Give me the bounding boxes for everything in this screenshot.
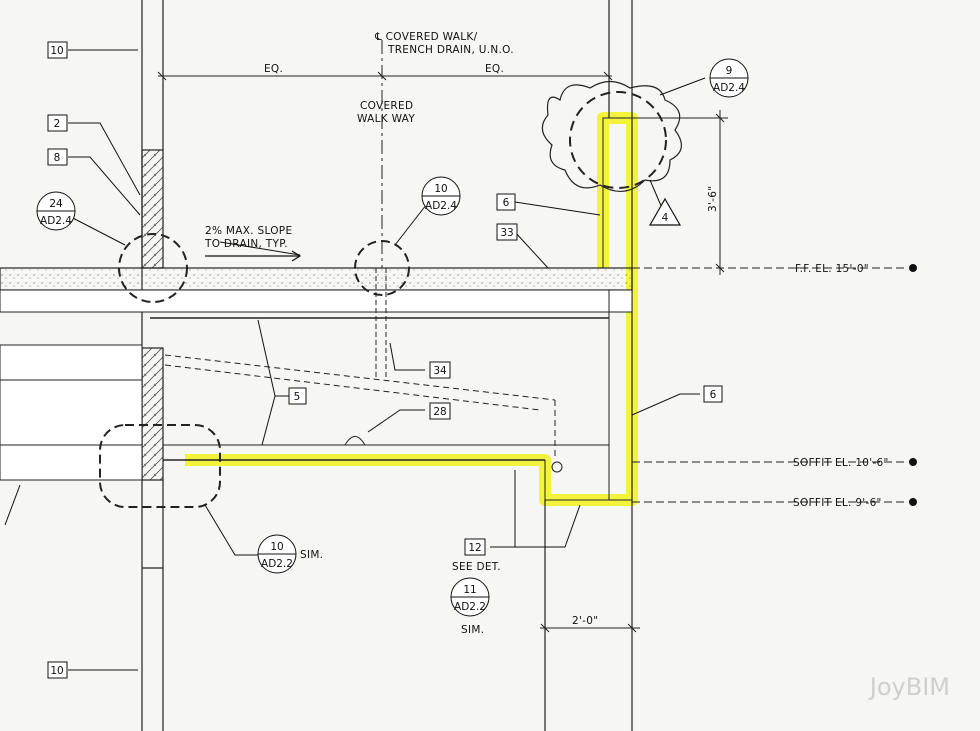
vertical-dimension: 3'-6" [707, 186, 719, 212]
soffit-structure [0, 117, 633, 501]
soffit-elevation-1: SOFFIT EL. 10'-6" [793, 457, 889, 469]
detail-number: 11 [463, 584, 476, 596]
detail-bubble-frames [36, 58, 749, 617]
detail-sheet: AD2.4 [425, 200, 457, 212]
detail-number: 10 [434, 183, 447, 195]
sim-label-1: SIM. [300, 549, 323, 561]
revision-triangle [648, 197, 682, 226]
slope-arrow [205, 250, 302, 262]
drain-pipe [375, 268, 387, 380]
elevation-lines [632, 267, 905, 503]
revision-number: 4 [662, 212, 669, 224]
box-tag: 10 [50, 665, 63, 677]
covered-walk-title-1: ℄ COVERED WALK/ [374, 31, 478, 43]
callout-circles [99, 233, 410, 508]
box-tag-frames [47, 41, 723, 679]
detail-sheet: AD2.4 [713, 82, 745, 94]
lower-wall [141, 347, 164, 481]
soffit-elevation-2: SOFFIT EL. 9'-6" [793, 497, 882, 509]
sim-label-2: SIM. [461, 624, 484, 636]
watermark: JoyBIM [869, 673, 950, 701]
box-tag: 10 [50, 45, 63, 57]
box-tag: 5 [294, 391, 301, 403]
eq-right: EQ. [485, 63, 504, 75]
leaders [4, 49, 706, 671]
elevation-markers [909, 264, 917, 506]
covered-walkway-1: COVERED [360, 100, 413, 112]
horizontal-dimension: 2'-0" [572, 615, 598, 627]
detail-sheet: AD2.2 [454, 601, 486, 613]
box-tag: 2 [54, 118, 61, 130]
covered-walkway-2: WALK WAY [357, 113, 415, 125]
box-tag: 6 [710, 389, 717, 401]
box-tag: 8 [54, 152, 61, 164]
box-tag: 28 [433, 406, 446, 418]
slope-note-1: 2% MAX. SLOPE [205, 225, 292, 237]
box-tag: 34 [433, 365, 447, 377]
floor-slab [0, 267, 633, 319]
detail-sheet: AD2.4 [40, 215, 72, 227]
detail-number: 10 [270, 541, 283, 553]
detail-sheet: AD2.2 [261, 558, 293, 570]
eq-left: EQ. [264, 63, 283, 75]
see-det: SEE DET. [452, 561, 501, 573]
detail-number: 24 [49, 198, 63, 210]
detail-number: 9 [726, 65, 733, 77]
ff-elevation: F.F. EL. 15'-0" [795, 263, 869, 275]
box-tag: 12 [468, 542, 481, 554]
tree-icon [541, 80, 682, 192]
upper-wall [141, 149, 164, 269]
centerline-dims [157, 40, 728, 633]
slope-note-2: TO DRAIN, TYP. [204, 238, 288, 250]
covered-walk-title-2: TRENCH DRAIN, U.N.O. [387, 44, 514, 56]
box-tag: 33 [500, 227, 513, 239]
box-tag: 6 [503, 197, 510, 209]
